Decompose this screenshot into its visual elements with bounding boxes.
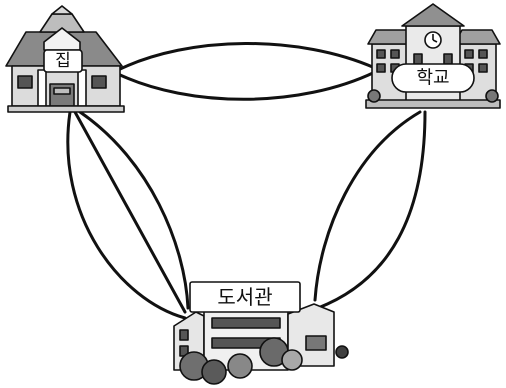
home-label-box [43, 49, 83, 73]
library-label: 도서관 [217, 285, 272, 309]
route-school-library-right [316, 110, 427, 310]
route-home-library-straight [73, 110, 187, 314]
school-label: 학교 [416, 68, 449, 89]
routes-home-library [66, 110, 190, 320]
library-building: 도서관 [173, 281, 349, 385]
school-building: 학교 [365, 3, 501, 109]
route-home-library-right [78, 110, 190, 310]
route-home-school-lower [116, 70, 377, 101]
route-home-school-upper [116, 42, 377, 72]
school-label-box [391, 63, 475, 93]
home-label: 집 [55, 51, 71, 71]
route-school-library-left [313, 110, 422, 302]
home-building: 집 [5, 5, 125, 113]
library-label-box [189, 281, 301, 313]
route-home-library-left [66, 110, 187, 320]
routes-school-library [313, 110, 427, 310]
routes-home-school [116, 42, 377, 101]
